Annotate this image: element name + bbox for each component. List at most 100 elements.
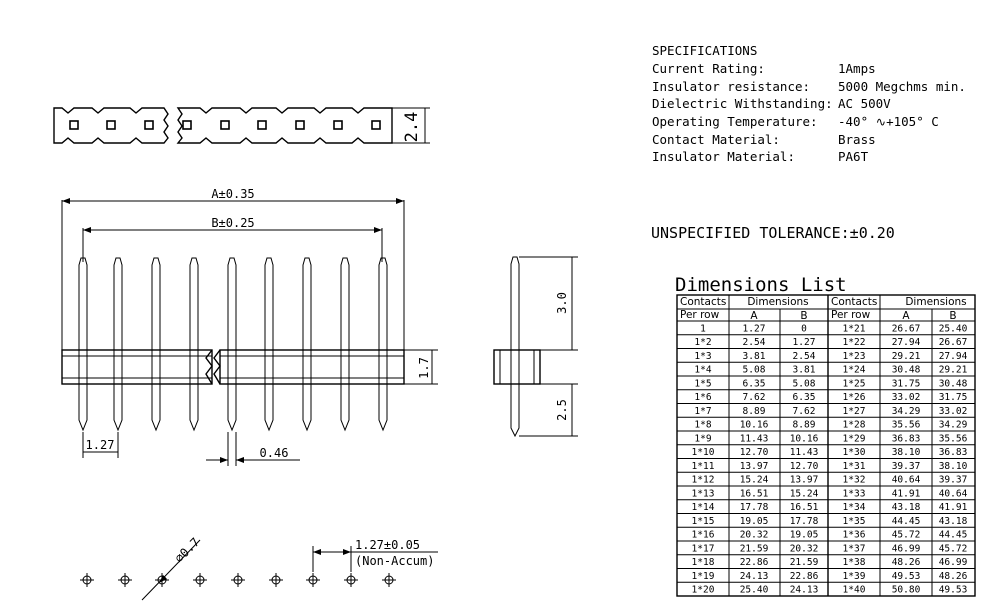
table-cell-contacts: 1*9 <box>694 433 711 444</box>
table-cell-contacts: 1*23 <box>843 351 866 362</box>
top-view-right-body <box>176 107 393 144</box>
table-cell-b: 11.43 <box>790 447 819 458</box>
table-cell-b: 29.21 <box>939 365 968 376</box>
body-height-label: 1.7 <box>417 357 431 379</box>
hole <box>231 573 245 587</box>
table-cell-a: 31.75 <box>892 378 921 389</box>
header-contacts: Contacts <box>831 296 877 308</box>
table-cell-a: 8.89 <box>743 406 766 417</box>
table-cell-b: 27.94 <box>939 351 968 362</box>
table-cell-contacts: 1*33 <box>843 488 866 499</box>
table-cell-b: 24.13 <box>790 585 819 596</box>
table-cell-a: 3.81 <box>743 351 766 362</box>
side-body <box>493 349 541 385</box>
header-col-a: A <box>902 310 910 322</box>
dimensions-table-border <box>676 294 976 597</box>
top-view-left-body <box>53 107 169 144</box>
spec-label: Dielectric Withstanding: <box>652 96 833 111</box>
table-cell-contacts: 1*21 <box>843 323 866 334</box>
table-cell-b: 8.89 <box>793 420 816 431</box>
specifications-block: SPECIFICATIONS Current Rating: 1Amps Ins… <box>652 43 966 164</box>
table-cell-contacts: 1*3 <box>694 351 711 362</box>
table-cell-contacts: 1*31 <box>843 461 866 472</box>
table-cell-contacts: 1*6 <box>694 392 711 403</box>
table-cell-contacts: 1*28 <box>843 420 866 431</box>
table-cell-b: 21.59 <box>790 557 819 568</box>
table-cell-b: 34.29 <box>939 420 968 431</box>
hole-diameter-label: ⌀0.7 <box>172 535 202 565</box>
table-cell-a: 19.05 <box>740 516 769 527</box>
table-cell-a: 21.59 <box>740 543 769 554</box>
table-cell-b: 48.26 <box>939 571 968 582</box>
table-cell-b: 43.18 <box>939 516 968 527</box>
front-body-pin-slots <box>78 350 388 384</box>
hole <box>193 573 207 587</box>
table-cell-a: 46.99 <box>892 543 921 554</box>
table-cell-b: 33.02 <box>939 406 968 417</box>
table-cell-a: 24.13 <box>740 571 769 582</box>
table-cell-b: 35.56 <box>939 433 968 444</box>
table-cell-contacts: 1*17 <box>692 543 715 554</box>
top-pin <box>333 120 343 130</box>
table-cell-a: 17.78 <box>740 502 769 513</box>
table-cell-contacts: 1*38 <box>843 557 866 568</box>
front-pin <box>264 257 274 432</box>
table-cell-a: 45.72 <box>892 530 921 541</box>
table-cell-b: 26.67 <box>939 337 968 348</box>
hole-pitch-label: 1.27±0.05 <box>355 538 420 552</box>
table-cell-b: 12.70 <box>790 461 819 472</box>
front-pin <box>378 257 388 432</box>
table-cell-contacts: 1*32 <box>843 475 866 486</box>
top-view-pins <box>69 120 381 130</box>
table-cell-b: 16.51 <box>790 502 819 513</box>
top-pin <box>371 120 381 130</box>
header-per-row: Per row <box>831 309 871 321</box>
table-cell-contacts: 1*39 <box>843 571 866 582</box>
table-cell-contacts: 1*25 <box>843 378 866 389</box>
front-pin <box>113 257 123 432</box>
table-cell-contacts: 1*34 <box>843 502 866 513</box>
table-cell-contacts: 1*24 <box>843 365 866 376</box>
table-cell-b: 2.54 <box>793 351 816 362</box>
top-pin <box>220 120 230 130</box>
table-cell-contacts: 1*8 <box>694 420 711 431</box>
table-cell-b: 1.27 <box>793 337 816 348</box>
table-cell-a: 33.02 <box>892 392 921 403</box>
spec-value: 5000 Megchms min. <box>838 79 966 94</box>
table-cell-b: 13.97 <box>790 475 819 486</box>
table-cell-b: 15.24 <box>790 488 819 499</box>
top-pin <box>69 120 79 130</box>
table-cell-b: 40.64 <box>939 488 968 499</box>
table-cell-contacts: 1*40 <box>843 585 866 596</box>
hole <box>118 573 132 587</box>
specifications-heading: SPECIFICATIONS <box>652 43 757 58</box>
pitch-label: 1.27 <box>86 438 115 452</box>
spec-label: Operating Temperature: <box>652 114 818 129</box>
spec-label: Contact Material: <box>652 132 780 147</box>
table-cell-b: 31.75 <box>939 392 968 403</box>
tolerance-note: UNSPECIFIED TOLERANCE:±0.20 <box>651 224 895 242</box>
table-cell-b: 25.40 <box>939 323 968 334</box>
table-cell-a: 15.24 <box>740 475 769 486</box>
table-cell-contacts: 1*30 <box>843 447 866 458</box>
pin-bottom-length-label: 2.5 <box>555 399 569 421</box>
front-pin <box>227 257 237 432</box>
non-accum-label: (Non-Accum) <box>355 554 434 568</box>
table-cell-b: 30.48 <box>939 378 968 389</box>
header-col-b: B <box>949 310 956 322</box>
spec-label: Insulator Material: <box>652 149 795 164</box>
table-cell-a: 13.97 <box>740 461 769 472</box>
table-cell-a: 6.35 <box>743 378 766 389</box>
pcb-layout: ⌀0.7 1.27±0.05 (Non-Accum) <box>80 535 438 601</box>
table-cell-a: 16.51 <box>740 488 769 499</box>
table-cell-a: 43.18 <box>892 502 921 513</box>
table-cell-b: 44.45 <box>939 530 968 541</box>
hole <box>306 573 320 587</box>
table-cell-contacts: 1*15 <box>692 516 715 527</box>
table-cell-b: 39.37 <box>939 475 968 486</box>
top-pin <box>295 120 305 130</box>
spec-value: 1Amps <box>838 61 876 76</box>
header-dimensions: Dimensions <box>747 296 808 308</box>
